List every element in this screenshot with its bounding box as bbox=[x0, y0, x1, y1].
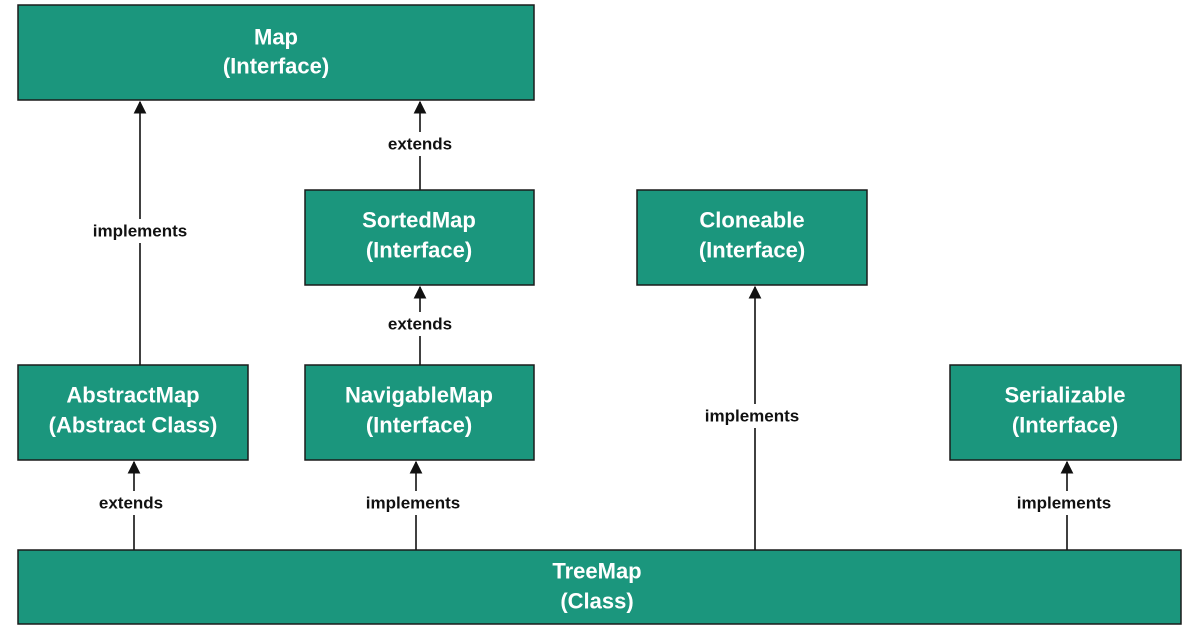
edge-label-background bbox=[80, 219, 200, 243]
node-name: Cloneable bbox=[699, 208, 804, 233]
node-kind: (Class) bbox=[560, 589, 633, 614]
edge-label-background bbox=[89, 491, 179, 515]
node-treemap: TreeMap (Class) bbox=[17, 549, 1182, 625]
node-box bbox=[17, 549, 1182, 625]
node-kind: (Interface) bbox=[699, 238, 805, 263]
edge-label-background bbox=[375, 132, 465, 156]
node-box bbox=[636, 189, 868, 286]
node-cloneable: Cloneable (Interface) bbox=[636, 189, 868, 286]
node-name: SortedMap bbox=[362, 208, 476, 233]
node-kind: (Abstract Class) bbox=[49, 413, 218, 438]
node-kind: (Interface) bbox=[223, 54, 329, 79]
edge-label-implements: implements bbox=[366, 494, 460, 513]
node-kind: (Interface) bbox=[1012, 413, 1118, 438]
node-name: Serializable bbox=[1004, 383, 1125, 408]
edge-navigablemap-extends-sortedmap: extends bbox=[375, 285, 465, 365]
node-sortedmap: SortedMap (Interface) bbox=[304, 189, 535, 286]
edge-label-background bbox=[354, 491, 474, 515]
node-abstractmap: AbstractMap (Abstract Class) bbox=[17, 364, 249, 461]
edge-treemap-implements-navigablemap: implements bbox=[354, 460, 474, 550]
edge-label-extends: extends bbox=[388, 315, 452, 334]
edge-label-extends: extends bbox=[99, 494, 163, 513]
edge-label-implements: implements bbox=[93, 222, 187, 241]
node-box bbox=[17, 4, 535, 101]
edge-label-background bbox=[375, 312, 465, 336]
edge-abstractmap-implements-map: implements bbox=[80, 100, 200, 365]
edge-label-implements: implements bbox=[705, 407, 799, 426]
edge-label-implements: implements bbox=[1017, 494, 1111, 513]
node-kind: (Interface) bbox=[366, 238, 472, 263]
node-kind: (Interface) bbox=[366, 413, 472, 438]
node-navigablemap: NavigableMap (Interface) bbox=[304, 364, 535, 461]
edge-label-extends: extends bbox=[388, 135, 452, 154]
node-name: AbstractMap bbox=[66, 383, 199, 408]
node-name: TreeMap bbox=[552, 559, 641, 584]
edge-sortedmap-extends-map: extends bbox=[375, 100, 465, 190]
edge-treemap-extends-abstractmap: extends bbox=[89, 460, 179, 550]
node-name: NavigableMap bbox=[345, 383, 493, 408]
node-box bbox=[17, 364, 249, 461]
node-serializable: Serializable (Interface) bbox=[949, 364, 1182, 461]
node-map: Map (Interface) bbox=[17, 4, 535, 101]
node-name: Map bbox=[254, 25, 298, 50]
node-box bbox=[304, 364, 535, 461]
edge-treemap-implements-cloneable: implements bbox=[693, 285, 813, 550]
edge-label-background bbox=[1005, 491, 1125, 515]
edge-label-background bbox=[693, 404, 813, 428]
edge-treemap-implements-serializable: implements bbox=[1005, 460, 1125, 550]
node-box bbox=[304, 189, 535, 286]
node-box bbox=[949, 364, 1182, 461]
